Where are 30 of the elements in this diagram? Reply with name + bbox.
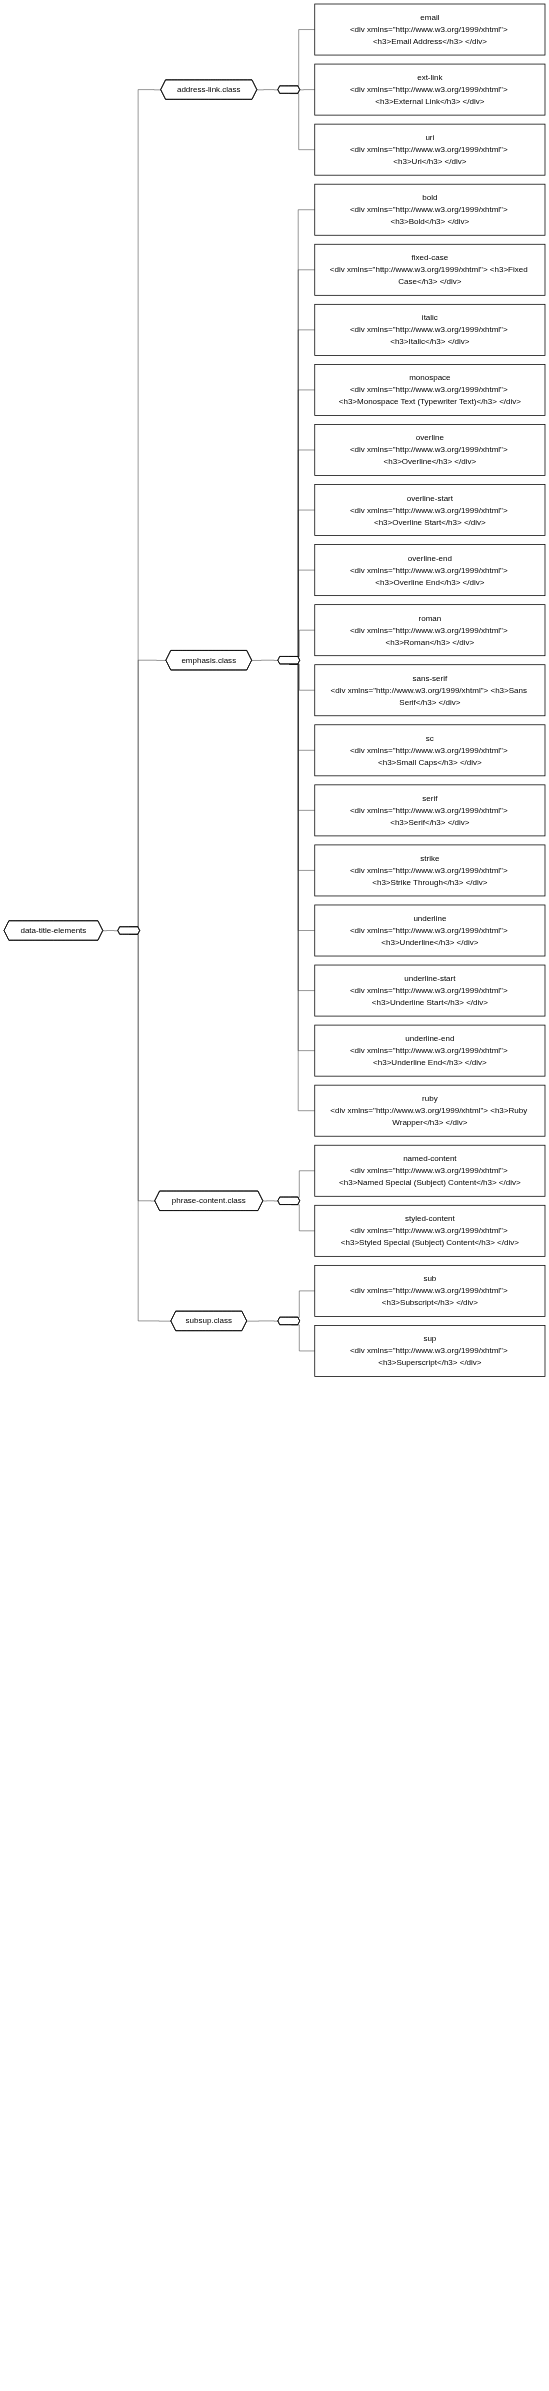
node-box: sans-serif <div xmlns="http://www.w3.org/1999/xhtml"> <h3>Sans Serif</h3> </div>	[314, 664, 546, 717]
node-box: sc <div xmlns="http://www.w3.org/1999/xhtml"> <h3>Small Caps</h3> </div>	[314, 724, 546, 777]
node-box: uri <div xmlns="http://www.w3.org/1999/xhtml"> <h3>Uri</h3> </div>	[314, 123, 546, 176]
node-box: underline-end <div xmlns="http://www.w3.org/1999/xhtml"> <h3>Underline End</h3> </div>	[314, 1024, 546, 1077]
node-box: ruby <div xmlns="http://www.w3.org/1999/xhtml"> <h3>Ruby Wrapper</h3> </div>	[314, 1084, 546, 1137]
node-box: sub <div xmlns="http://www.w3.org/1999/xhtml"> <h3>Subscript</h3> </div>	[314, 1265, 546, 1317]
node-box: sup <div xmlns="http://www.w3.org/1999/xhtml"> <h3>Superscript</h3> </div>	[314, 1325, 546, 1377]
node-box: serif <div xmlns="http://www.w3.org/1999/xhtml"> <h3>Serif</h3> </div>	[314, 784, 546, 837]
connector	[102, 930, 119, 931]
connector	[299, 89, 315, 91]
node-box: email <div xmlns="http://www.w3.org/1999/xhtml"> <h3>Email Address</h3> </div>	[314, 3, 546, 56]
node-box: fixed-case <div xmlns="http://www.w3.org/1999/xhtml"> <h3>Fixed Case</h3> </div>	[314, 243, 546, 296]
node-box: underline <div xmlns="http://www.w3.org/1999/xhtml"> <h3>Underline</h3> </div>	[314, 904, 546, 957]
node-box: roman <div xmlns="http://www.w3.org/1999/xhtml"> <h3>Roman</h3> </div>	[314, 604, 546, 657]
node-box: italic <div xmlns="http://www.w3.org/1999/xhtml"> <h3>Italic</h3> </div>	[314, 303, 546, 356]
connector	[291, 1324, 315, 1352]
node-box: underline-start <div xmlns="http://www.w3.org/1999/xhtml"> <h3>Underline Start</h3> </div>	[314, 964, 546, 1017]
node-box: strike <div xmlns="http://www.w3.org/1999/xhtml"> <h3>Strike Through</h3> </div>	[314, 844, 546, 897]
node-box: monospace <div xmlns="http://www.w3.org/1999/xhtml"> <h3>Monospace Text (Typewriter Text)</h3> </div>	[314, 364, 546, 416]
connector	[256, 89, 279, 91]
connector	[262, 1200, 279, 1202]
node-box: overline <div xmlns="http://www.w3.org/1999/xhtml"> <h3>Overline</h3> </div>	[314, 424, 546, 476]
connector	[251, 659, 279, 661]
node-box: overline-end <div xmlns="http://www.w3.org/1999/xhtml"> <h3>Overline End</h3> </div>	[314, 544, 546, 596]
node-box: bold <div xmlns="http://www.w3.org/1999/xhtml"> <h3>Bold</h3> </div>	[314, 183, 546, 236]
node-box: styled-content <div xmlns="http://www.w3.org/1999/xhtml"> <h3>Styled Special (Subject) Content</h3> </div>	[314, 1204, 546, 1257]
node-box: named-content <div xmlns="http://www.w3.org/1999/xhtml"> <h3>Named Special (Subject) Content</h3> </div>	[314, 1144, 546, 1197]
connector	[246, 1320, 279, 1322]
node-box: overline-start <div xmlns="http://www.w3.org/1999/xhtml"> <h3>Overline Start</h3> </div>	[314, 484, 546, 536]
node-box: ext-link <div xmlns="http://www.w3.org/1999/xhtml"> <h3>External Link</h3> </div>	[314, 63, 546, 116]
